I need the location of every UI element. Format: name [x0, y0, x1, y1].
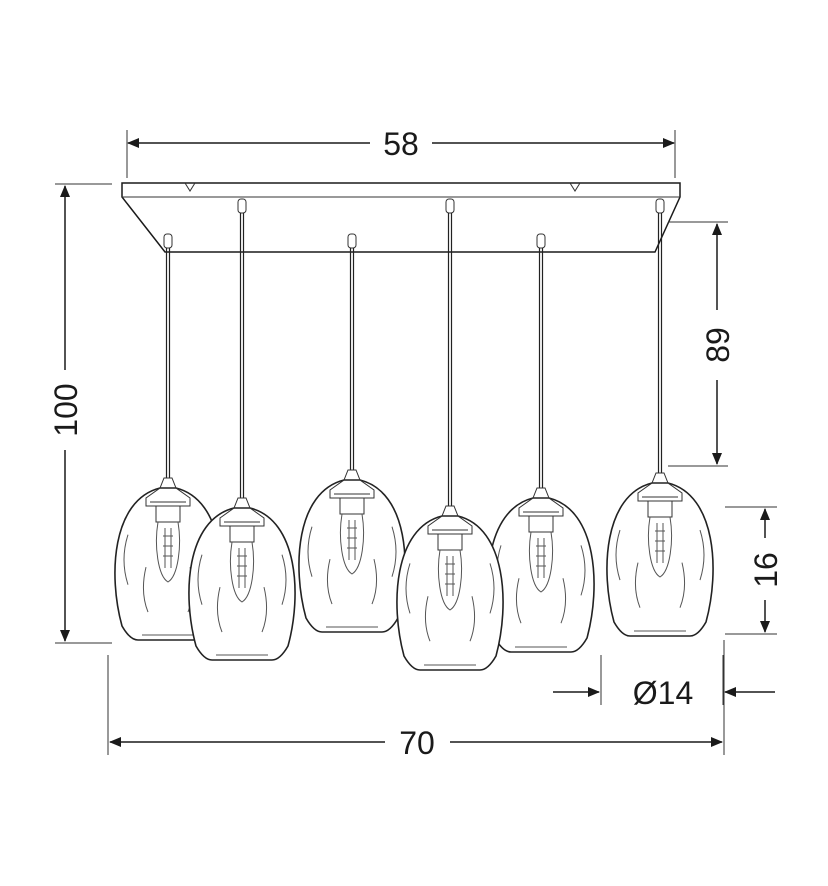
pendant-lamp — [298, 233, 406, 633]
dimension-label-70: 70 — [399, 725, 435, 761]
dimension-cord-length: 89 — [668, 221, 736, 467]
dimension-total-width: 70 — [107, 640, 725, 761]
dimension-shade-diameter: Ø14 — [553, 655, 775, 711]
dimension-label-89: 89 — [700, 327, 736, 363]
dimension-label-diameter-14: Ø14 — [633, 675, 693, 711]
pendant-lamp — [606, 198, 714, 637]
pendant-lamp — [188, 198, 296, 661]
canopy — [121, 182, 681, 253]
dimension-shade-height: 16 — [725, 506, 784, 635]
dimension-label-100: 100 — [48, 383, 84, 436]
pendant-lamp — [487, 233, 595, 653]
dimension-canopy-width: 58 — [126, 126, 676, 178]
pendant-lamp — [396, 198, 504, 671]
dimension-label-16: 16 — [748, 552, 784, 588]
pendant-lights — [114, 198, 714, 671]
dimension-label-58: 58 — [383, 126, 419, 162]
dimension-total-height: 100 — [48, 183, 112, 644]
